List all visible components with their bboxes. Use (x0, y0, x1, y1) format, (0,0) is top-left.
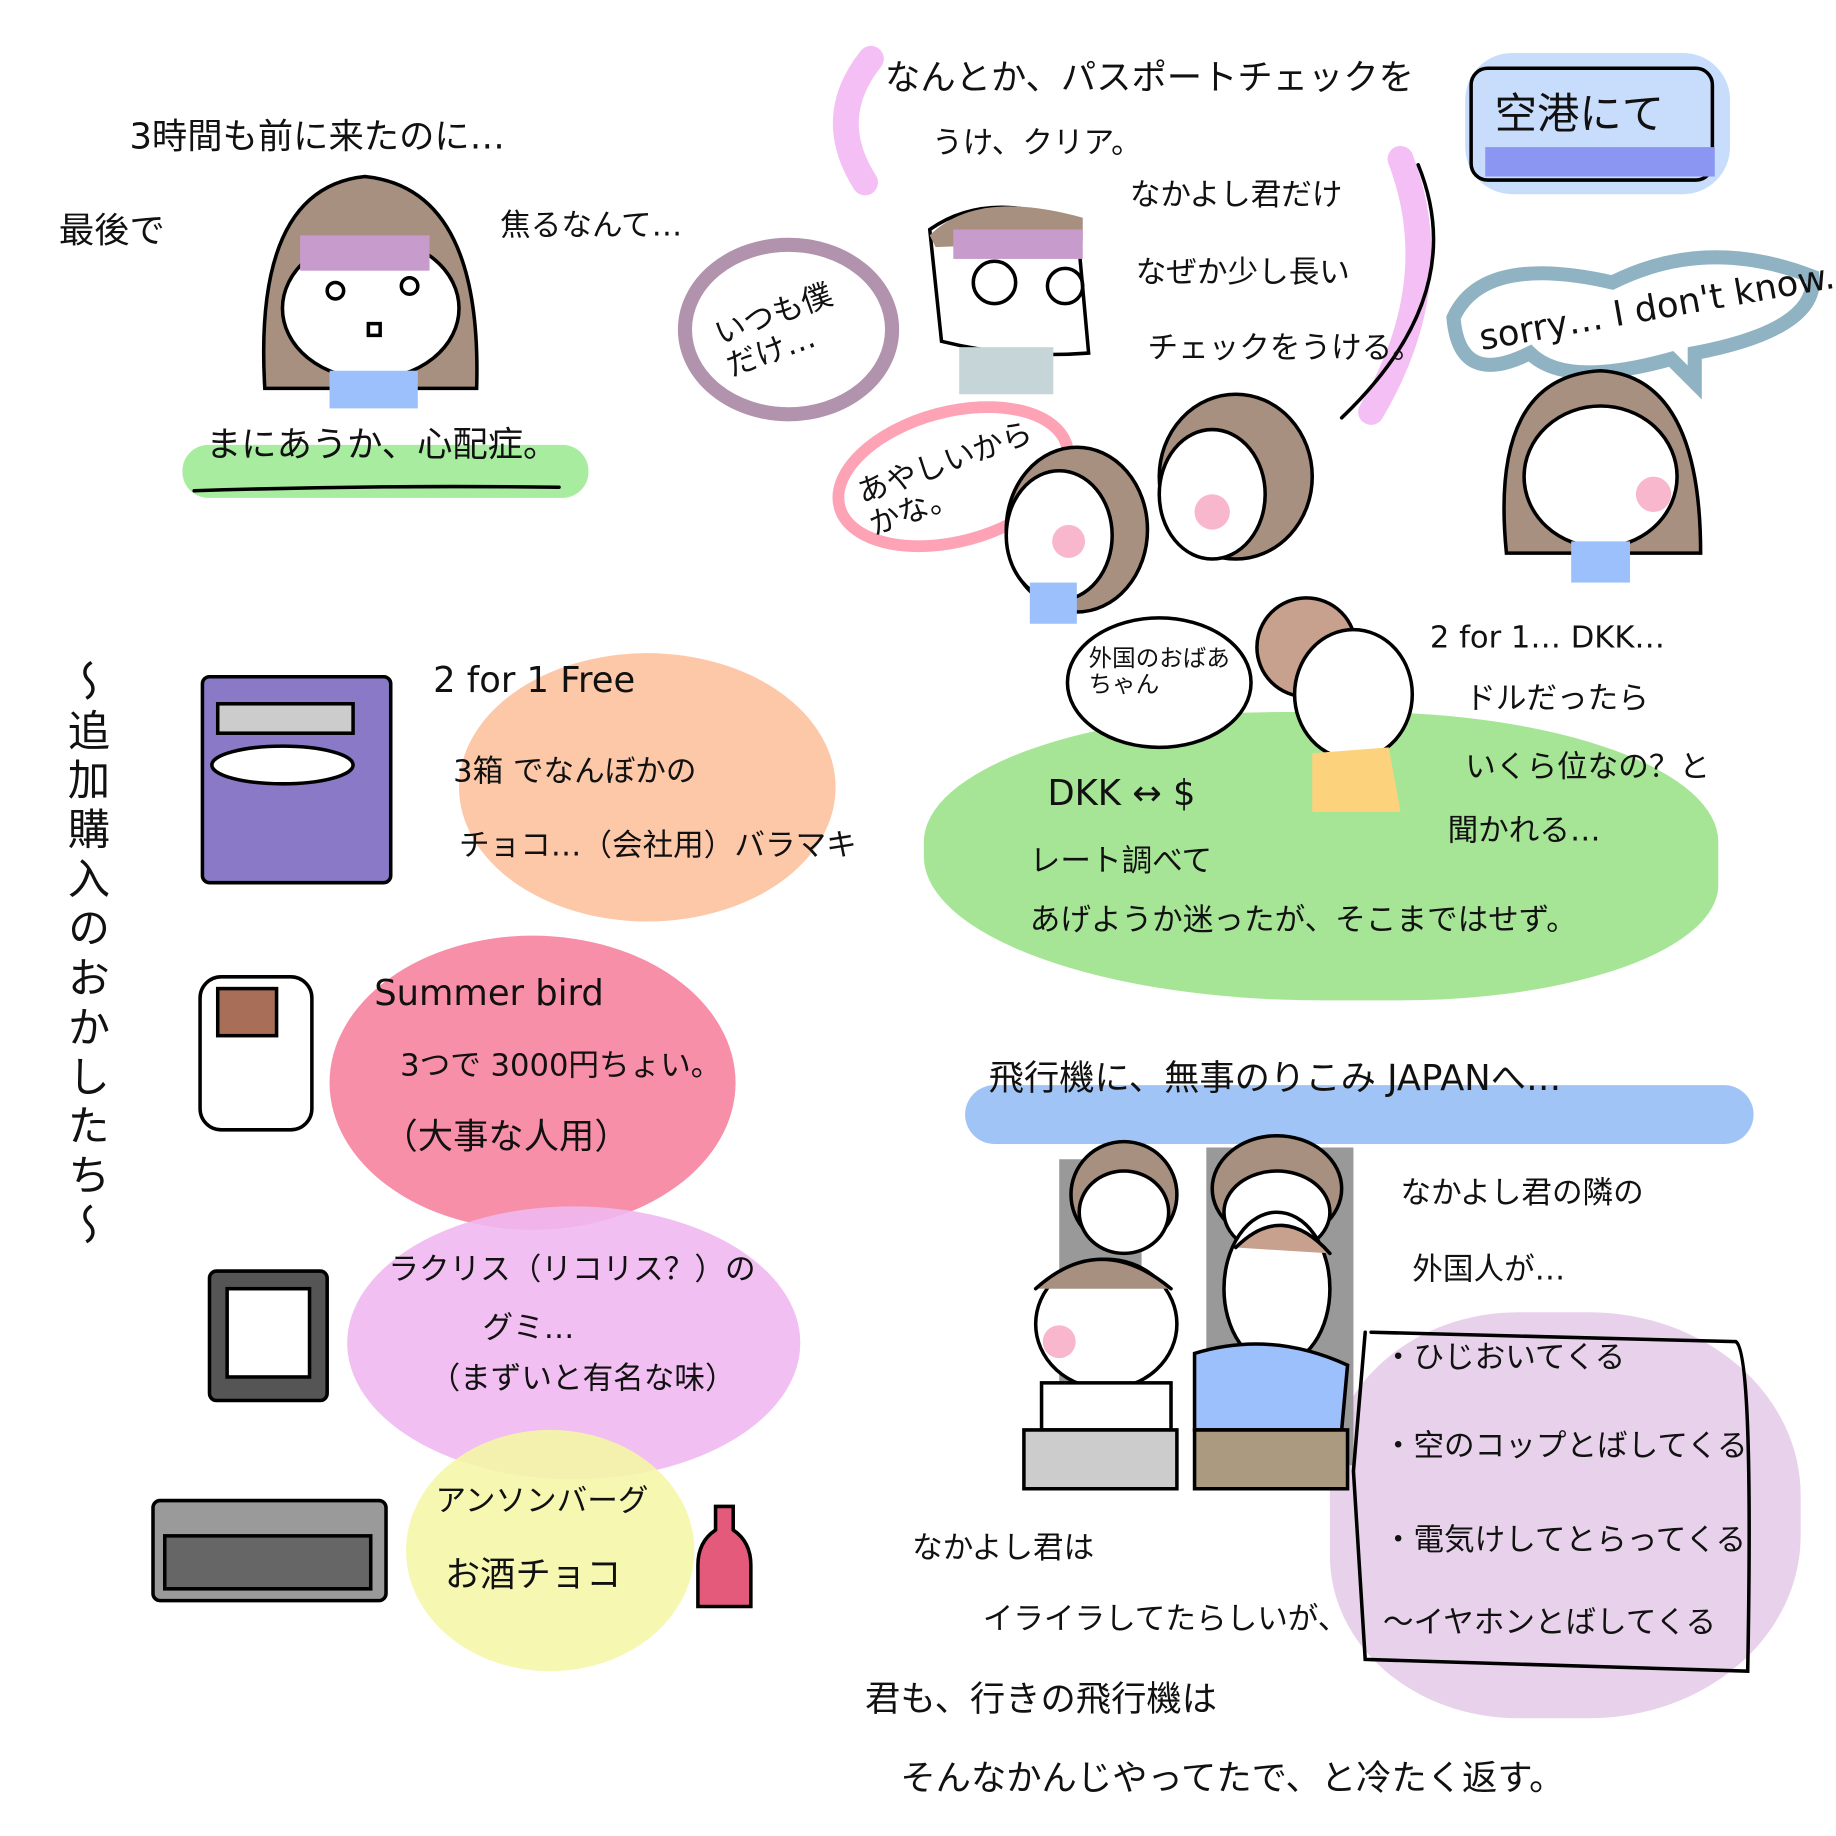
list-item: ・電気けしてとらってくる (1382, 1522, 1747, 1559)
worry-text: まにあうか、心配症。 (205, 424, 559, 467)
snack-1-line-3: チョコ…（会社用）バラマキ (458, 828, 857, 864)
irritated-text-1: なかよし君は (912, 1531, 1095, 1567)
snack-3-line-1: ラクリス（リコリス？）の (388, 1252, 756, 1288)
snack-3-line-2: グミ… (482, 1311, 575, 1347)
nakayoshi-text-3: チェックをうける。 (1147, 330, 1423, 367)
snack-1-line-2: 3箱 でなんぼかの (453, 754, 697, 790)
rate-text-2: レート調べて (1029, 843, 1213, 880)
passport-text-1: なんとか、パスポートチェックを (885, 57, 1414, 99)
list-blob (1329, 1312, 1801, 1719)
snack-4-line-2: お酒チョコ (444, 1554, 622, 1596)
snack-4-line-1: アンソンバーグ (435, 1484, 649, 1520)
plane-band (965, 1085, 1754, 1144)
snacks-heading: 〜追加購入のおかしたち〜 (60, 659, 109, 1253)
question-text-2: ドルだったら (1465, 681, 1649, 717)
list-item: ・空のコップとばしてくる (1382, 1428, 1748, 1465)
question-text-3: いくら位なの？と (1465, 749, 1711, 785)
snack-3-line-3: （まずいと有名な味） (429, 1361, 736, 1397)
neighbor-text-2: 外国人が… (1412, 1252, 1566, 1288)
arrived-early-text: 3時間も前に来たのに… (129, 116, 506, 158)
question-text-1: 2 for 1… DKK… (1429, 620, 1666, 656)
nakayoshi-text-1: なかよし君だけ (1129, 177, 1343, 214)
bubble-grandma: 外国のおばあちゃん (1088, 643, 1230, 698)
panel-title: 空港にて (1494, 90, 1665, 139)
list-item: 〜イヤホンとばしてくる (1382, 1605, 1717, 1641)
rate-text-1: DKK ↔ $ (1047, 773, 1196, 815)
snack-2-line-2: 3つで 3000円ちょい。 (400, 1048, 722, 1084)
nakayoshi-text-2: なぜか少し長い (1135, 255, 1350, 291)
panic-text: 焦るなんて… (500, 208, 683, 244)
snack-1-line-1: 2 for 1 Free (433, 660, 636, 702)
list-item: ・ひじおいてくる (1382, 1340, 1626, 1376)
last-text: 最後で (58, 210, 165, 252)
blob-yellow (406, 1429, 695, 1672)
question-text-4: 聞かれる… (1447, 813, 1601, 849)
reply-text-1: 君も、行きの飛行機は (865, 1679, 1218, 1721)
blob-red (329, 935, 736, 1230)
plane-heading: 飛行機に、無事のりこみ JAPANへ… (988, 1058, 1562, 1100)
neighbor-text-1: なかよし君の隣の (1400, 1175, 1644, 1212)
passport-text-2: うけ、クリア。 (932, 125, 1142, 162)
snack-2-line-3: （大事な人用） (382, 1116, 630, 1159)
rate-text-3: あげようか迷ったが、そこまではせず。 (1029, 902, 1577, 938)
irritated-text-2: イライラしてたらしいが、 (982, 1601, 1349, 1638)
reply-text-2: そんなかんじやってたで、と冷たく返す。 (900, 1758, 1565, 1800)
blob-orange (458, 653, 836, 922)
snack-2-line-1: Summer bird (374, 973, 604, 1015)
